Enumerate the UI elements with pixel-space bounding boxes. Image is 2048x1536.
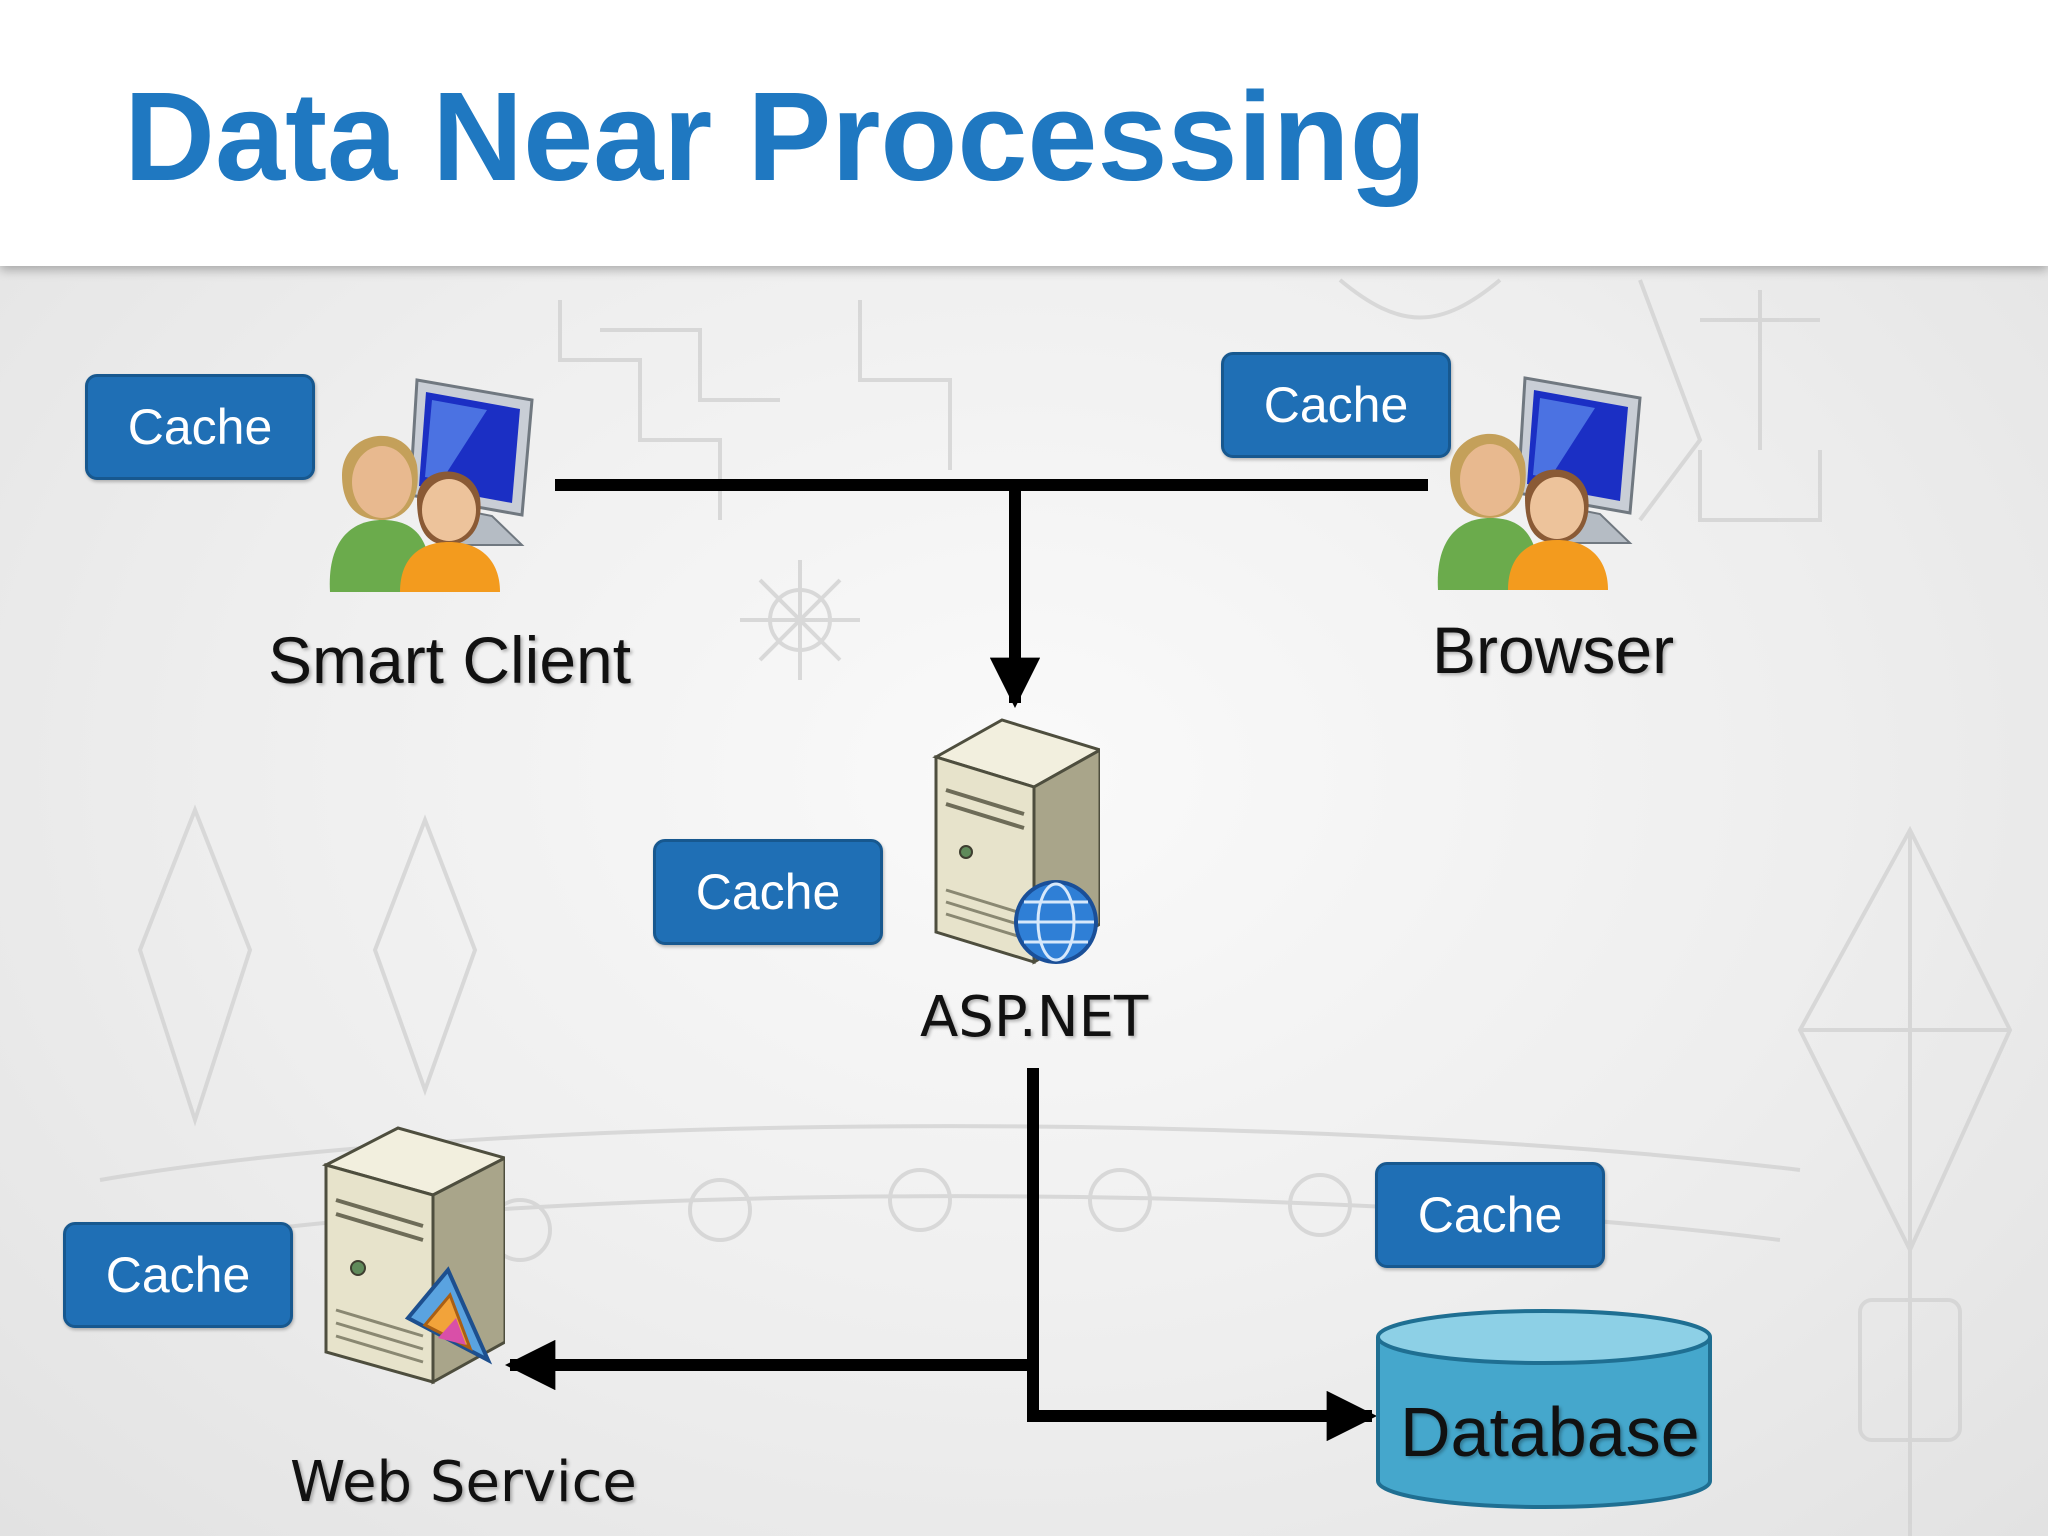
web-service-cache-button[interactable]: Cache [63,1222,293,1328]
aspnet-label: ASP.NET [920,985,1149,1050]
database-label: Database [1400,1393,1700,1471]
web-service-label: Web Service [290,1450,637,1515]
users-computer-icon [1437,376,1642,590]
database-cache-button[interactable]: Cache [1375,1162,1605,1268]
browser-label: Browser [1432,613,1675,687]
title-bar: Data Near Processing [0,0,2048,266]
browser-cache-button[interactable]: Cache [1221,352,1451,458]
slide-title: Data Near Processing [124,66,1427,207]
web-server-globe-icon [932,718,1100,965]
server-service-icon [321,1126,505,1385]
users-computer-icon [329,378,534,592]
aspnet-cache-button[interactable]: Cache [653,839,883,945]
database-cylinder-icon [1376,1309,1712,1509]
smart-client-cache-button[interactable]: Cache [85,374,315,480]
smart-client-label: Smart Client [268,623,632,697]
